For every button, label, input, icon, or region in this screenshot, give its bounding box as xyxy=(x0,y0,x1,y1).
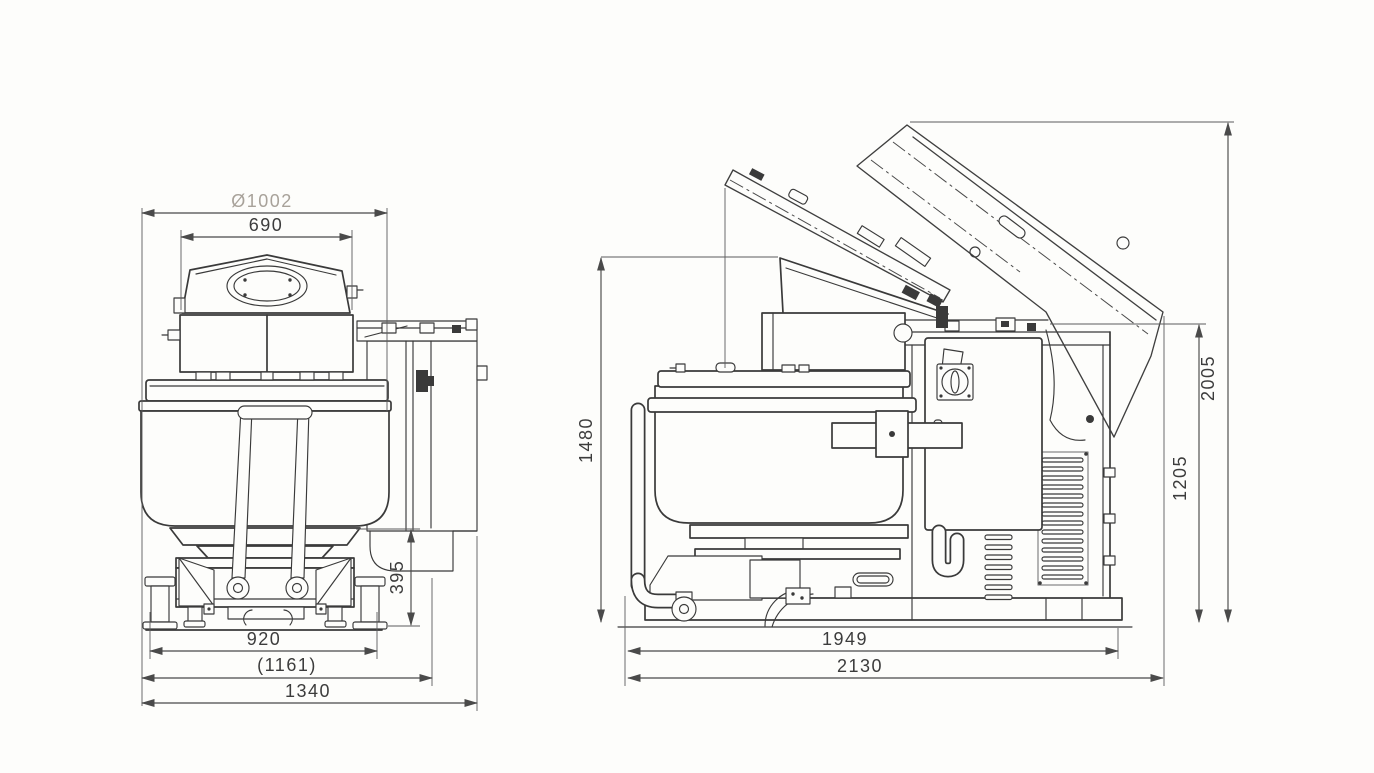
bowl-ring-side xyxy=(647,397,917,413)
dim-base-width: 920 xyxy=(247,629,282,649)
control-panel xyxy=(924,337,1043,578)
vent-slats-tall xyxy=(1041,457,1084,580)
bowl-front xyxy=(140,410,390,527)
head-hole xyxy=(893,323,913,343)
side-head xyxy=(761,257,949,371)
hood-window-inner xyxy=(233,270,301,302)
foot-right xyxy=(360,585,380,623)
bowl-bottom-cap xyxy=(169,527,361,546)
side-dimensions: 1480 2005 1205 1949 2130 xyxy=(576,121,1234,686)
hood-window-outer xyxy=(226,265,308,307)
dim-hinge-height: 1205 xyxy=(1170,455,1190,501)
bowl-pedestal xyxy=(196,545,334,559)
vent-border xyxy=(1037,451,1089,586)
lid-linkage xyxy=(894,237,932,267)
front-view: Ø1002 690 395 920 (1161) 1340 xyxy=(138,191,488,711)
dim-bowl-diameter: Ø1002 xyxy=(231,191,293,211)
bowl-side xyxy=(654,385,904,524)
front-dimensions: Ø1002 690 395 920 (1161) 1340 xyxy=(140,191,479,711)
head-box xyxy=(761,312,906,371)
dim-base-height: 395 xyxy=(387,560,407,595)
open-cover-outline xyxy=(856,124,1164,438)
open-lid-outline xyxy=(724,169,951,303)
dim-trolley-width: (1161) xyxy=(257,655,317,675)
bowl-clamp-arm xyxy=(831,410,963,458)
head-roof xyxy=(779,257,949,315)
trolley-body xyxy=(649,555,763,601)
foot-left-cap xyxy=(144,576,176,587)
side-column xyxy=(617,317,1133,628)
foot-right-cap xyxy=(354,576,386,587)
side-vents xyxy=(984,451,1089,601)
open-lid-phantom xyxy=(724,124,1164,441)
trolley-platform xyxy=(694,548,901,560)
caster-wheel xyxy=(671,596,697,622)
bowl-rim-plate xyxy=(657,370,911,388)
foot-left xyxy=(150,585,170,623)
hood-hinge-left xyxy=(173,297,186,314)
front-head-group xyxy=(161,254,364,381)
dim-closed-height: 1480 xyxy=(576,417,596,463)
base-frame xyxy=(644,597,1123,621)
vent-slats-short xyxy=(984,534,1013,601)
dim-overall-width: 1340 xyxy=(285,681,331,701)
front-base-group xyxy=(142,405,388,631)
side-bowl-group xyxy=(630,362,917,628)
bolt-left xyxy=(226,576,250,600)
hinge-bracket xyxy=(936,306,948,328)
bowl-platform xyxy=(145,379,389,402)
fork-crossbar xyxy=(237,405,313,420)
switch-knob xyxy=(950,370,960,394)
dim-frame-length: 1949 xyxy=(822,629,868,649)
dim-head-width: 690 xyxy=(249,215,284,235)
side-view: 1480 2005 1205 1949 2130 xyxy=(576,121,1234,686)
column-skirt xyxy=(369,530,454,572)
bowl-cap-side xyxy=(689,524,909,539)
dim-open-height: 2005 xyxy=(1198,355,1218,401)
dim-overall-length: 2130 xyxy=(837,656,883,676)
cover-handle-slot xyxy=(998,215,1026,239)
bolt-right xyxy=(285,576,309,600)
